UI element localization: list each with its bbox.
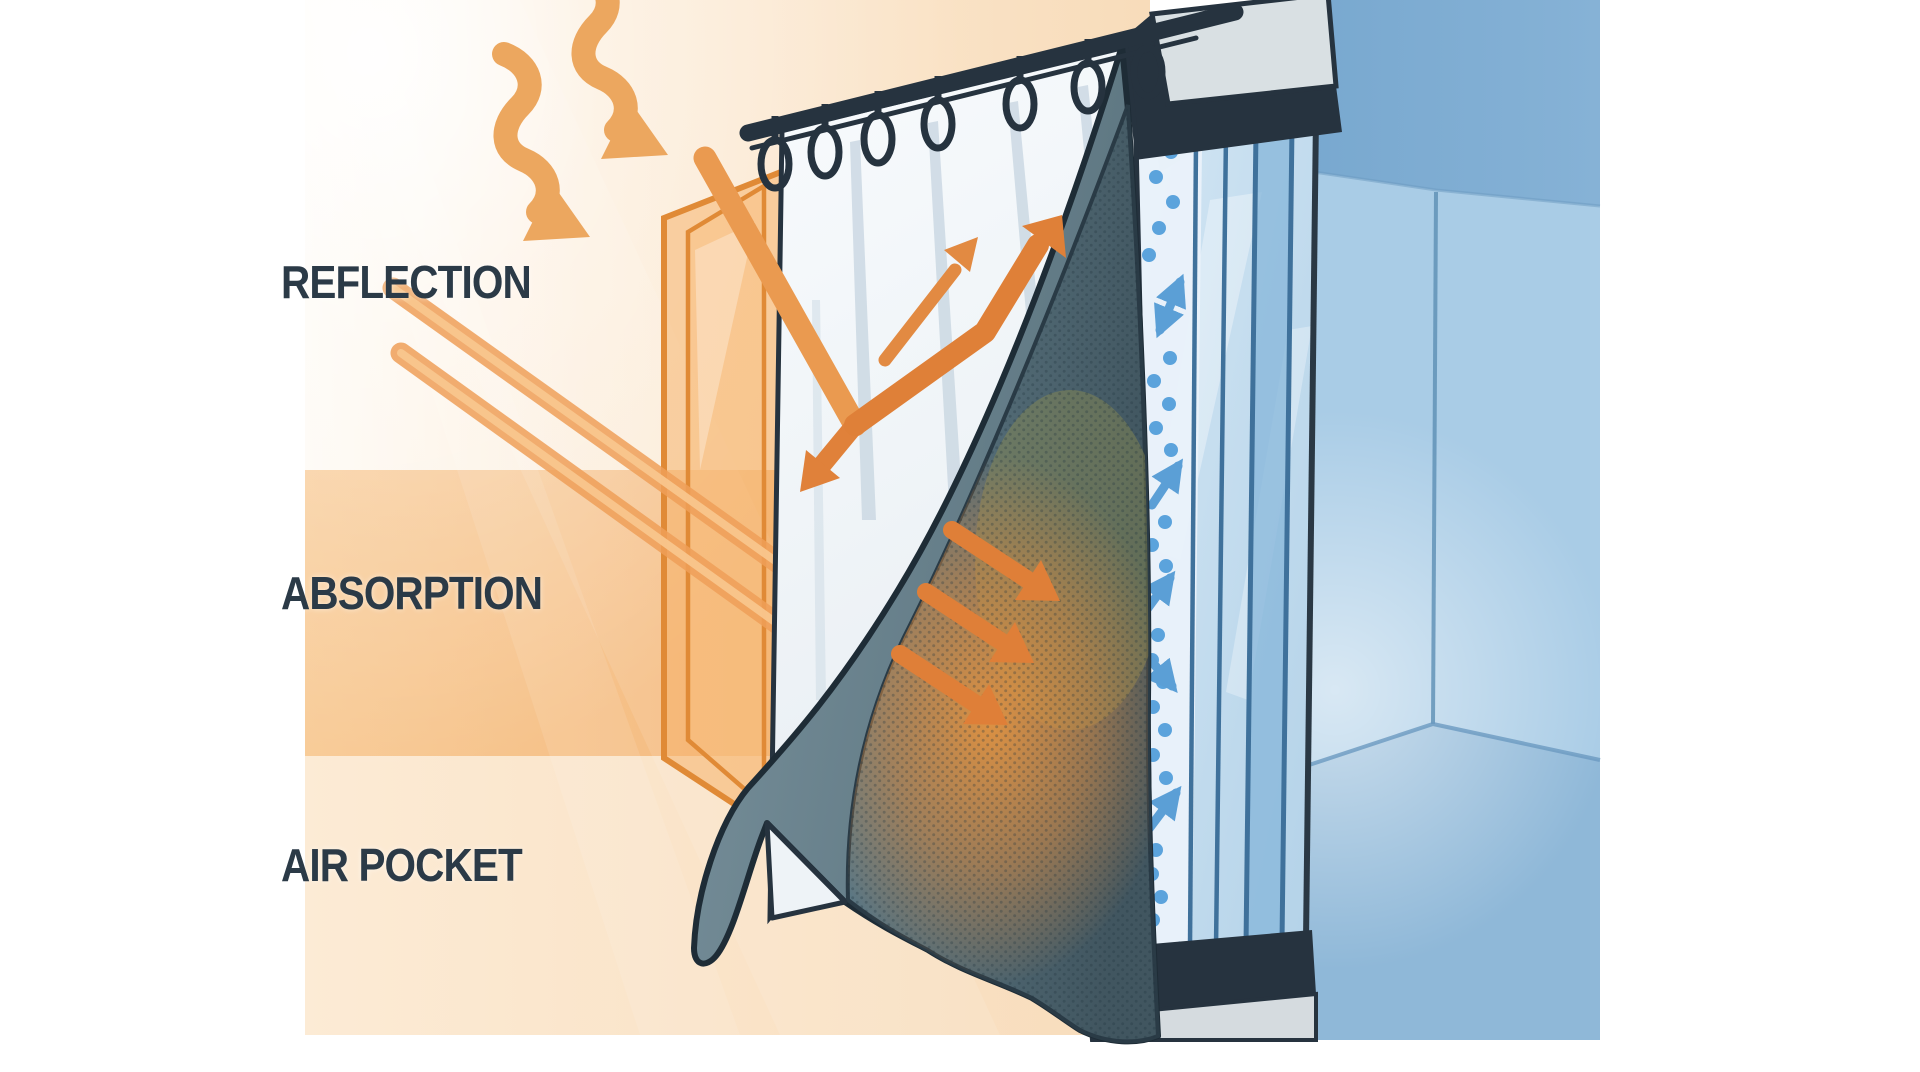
convection-arrow [1143, 785, 1182, 835]
wall-corner-line [1431, 191, 1438, 725]
header-top-face [1149, 0, 1339, 107]
room-interior [1299, 0, 1601, 1040]
rod-bar [739, 3, 1244, 142]
absorbed-heat-arrow [891, 645, 985, 713]
reflected-ray-small [878, 263, 962, 367]
glass-right-edge [1303, 114, 1319, 941]
reflection-label: REFLECTION [281, 256, 532, 308]
glass-panes [1187, 114, 1319, 949]
wall-light-glow [1300, 410, 1600, 970]
absorbed-heat-arrow [917, 583, 1011, 651]
absorption-label: ABSORPTION [281, 567, 543, 619]
absorbed-heat-arrow [943, 521, 1037, 589]
floor-line [1299, 721, 1601, 770]
convection-arrow [1154, 273, 1186, 339]
glass-pane-tinted [1246, 126, 1292, 945]
incident-ray [693, 146, 867, 437]
glass-pane-line [1279, 125, 1295, 943]
glass-pane-line [1243, 129, 1259, 946]
glass-pane-line [1213, 133, 1229, 949]
sun-rays-icon [492, 0, 668, 241]
absorption-arrows-icon [891, 521, 1060, 725]
convection-arrow [1147, 458, 1183, 510]
reflected-ray-main [844, 234, 1049, 436]
sheer-curtain-corner [764, 820, 848, 921]
reflection-arrows-icon [693, 146, 1066, 492]
room-wall-upper [1300, 0, 1600, 206]
sun-ray-wavy [492, 42, 590, 241]
glass-pane-line [1187, 139, 1199, 949]
air-pocket-label: AIR POCKET [281, 839, 523, 891]
curtain-rings-icon [757, 24, 1166, 192]
sun-ray-wavy [571, 0, 668, 159]
frame-light-streak [695, 222, 755, 470]
wall-divide-line [1299, 168, 1601, 208]
